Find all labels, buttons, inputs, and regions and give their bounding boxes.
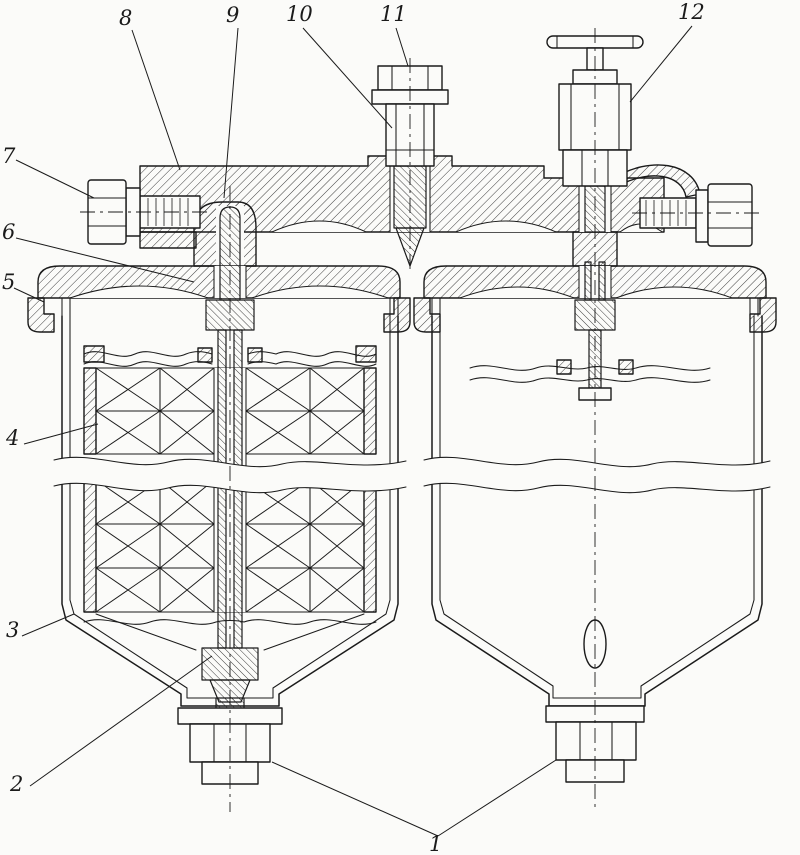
leader-lines <box>13 25 693 837</box>
clamp-ear <box>749 297 777 333</box>
callout-3: 3 <box>6 618 20 642</box>
side-plug-hex <box>707 183 753 247</box>
outlet-hook-boss <box>613 164 701 198</box>
clamp-ear <box>27 297 55 333</box>
callout-7: 7 <box>2 144 16 168</box>
clamp-ear <box>383 297 411 333</box>
break-lines <box>53 456 771 494</box>
callout-6: 6 <box>2 220 16 244</box>
centerlines <box>80 28 760 812</box>
callout-11: 11 <box>380 2 407 26</box>
clamp-ear <box>413 297 441 333</box>
callout-5: 5 <box>2 270 16 294</box>
callout-4: 4 <box>6 426 20 450</box>
side-plug-washer <box>695 189 709 243</box>
callout-9: 9 <box>226 3 240 27</box>
callout-8: 8 <box>119 6 133 30</box>
side-plug <box>639 183 753 247</box>
callout-1: 1 <box>429 832 443 855</box>
right-rod <box>469 261 711 669</box>
callout-12: 12 <box>678 0 705 24</box>
callout-10: 10 <box>286 2 313 26</box>
callout-2: 2 <box>10 772 24 796</box>
